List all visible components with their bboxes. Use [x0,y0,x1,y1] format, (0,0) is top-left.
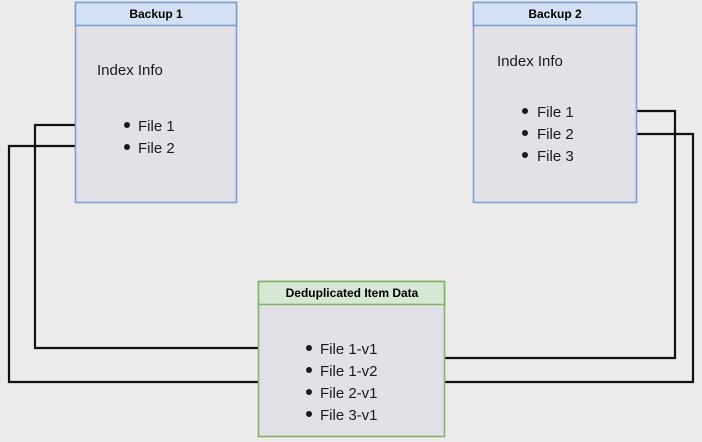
list-item[interactable]: File 1 [124,118,175,135]
list-item[interactable]: File 2 [522,126,574,143]
backup-1-body [74,1,238,204]
backup-1-header-bar [74,1,238,27]
backup-2-file-3-label: File 3 [537,148,574,165]
backup-2-box[interactable]: Backup 2 Index Info File 1 File 2 File 3 [472,1,638,204]
backup-2-header-bar [472,1,638,27]
dedup-item-4-label: File 3-v1 [320,407,378,424]
backup-2-section-label: Index Info [497,53,563,70]
bullet-icon [124,144,130,150]
bullet-icon [124,122,130,128]
dedup-item-3-label: File 2-v1 [320,385,378,402]
backup-2-file-2-label: File 2 [537,126,574,143]
dedup-body [257,280,446,438]
backup-2-file-list: File 1 File 2 File 3 [522,104,574,165]
backup-2-file-1-label: File 1 [537,104,574,121]
dedup-header-bar [257,280,446,306]
list-item[interactable]: File 2-v1 [306,385,378,402]
list-item[interactable]: File 1-v1 [306,341,378,358]
deduplicated-item-data-box[interactable]: Deduplicated Item Data File 1-v1 File 1-… [257,280,446,438]
bullet-icon [306,367,312,373]
bullet-icon [522,108,528,114]
bullet-icon [306,345,312,351]
backup-1-section-label: Index Info [97,62,163,79]
list-item[interactable]: File 1-v2 [306,363,378,380]
bullet-icon [522,130,528,136]
list-item[interactable]: File 1 [522,104,574,121]
dedup-item-2-label: File 1-v2 [320,363,378,380]
dedup-item-list: File 1-v1 File 1-v2 File 2-v1 File 3-v1 [306,341,378,424]
backup-1-box[interactable]: Backup 1 Index Info File 1 File 2 [74,1,238,204]
backup-2-body [472,1,638,204]
dedup-item-1-label: File 1-v1 [320,341,378,358]
bullet-icon [522,152,528,158]
bullet-icon [306,389,312,395]
list-item[interactable]: File 3-v1 [306,407,378,424]
list-item[interactable]: File 3 [522,148,574,165]
bullet-icon [306,411,312,417]
list-item[interactable]: File 2 [124,140,175,157]
backup-1-file-1-label: File 1 [138,118,175,135]
dedup-title: Deduplicated Item Data [286,286,419,300]
backup-1-file-list: File 1 File 2 [124,118,175,157]
backup-1-title: Backup 1 [129,7,183,21]
backup-2-title: Backup 2 [528,7,582,21]
backup-1-file-2-label: File 2 [138,140,175,157]
